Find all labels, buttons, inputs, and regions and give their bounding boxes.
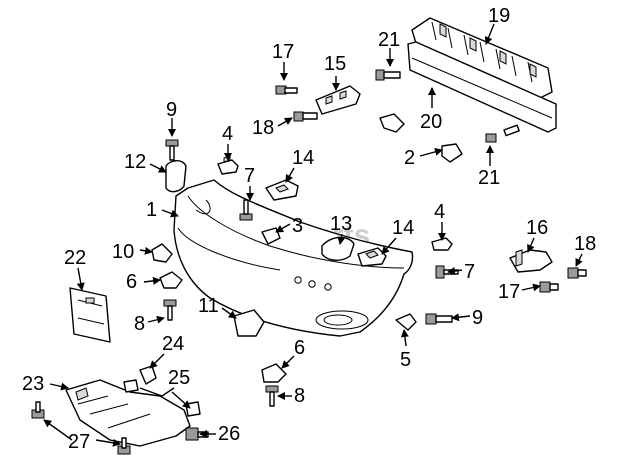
screw-part-9b [425,313,453,325]
callout-19: 19 [488,5,510,27]
callout-25: 25 [168,367,190,389]
bolt-part-17a [275,85,298,95]
clip-part-10 [151,243,173,263]
license-bracket-part [69,287,111,343]
callout-15: 15 [324,53,346,75]
callout-1: 1 [146,199,157,221]
screw-part-9a [165,139,179,161]
callout-16: 16 [526,217,548,239]
callout-8: 8 [294,385,305,407]
bracket-part-5 [395,313,417,331]
under-cover-part [65,379,191,447]
callout-8: 8 [134,313,145,335]
reinforcement-bar-part [407,41,557,133]
callout-2: 2 [404,147,415,169]
callout-23: 23 [22,373,44,395]
callout-21: 21 [478,167,500,189]
retainer-part-6a [159,271,183,289]
callout-13: 13 [330,213,352,235]
bolt-part-18b [567,267,587,279]
callout-11: 11 [198,295,219,317]
bolt-part-21a [375,69,401,81]
clip-part-2a [379,113,405,133]
clip-part-2b [441,143,463,163]
callout-labels: 19 21 17 15 9 20 18 4 12 14 7 2 21 1 13 … [22,5,596,453]
retainer-part-13 [321,236,355,261]
callout-20: 20 [420,111,442,133]
bracket-part-15 [315,85,361,115]
callout-6: 6 [126,271,137,293]
callout-14: 14 [392,217,414,239]
bracket-part-16 [509,249,553,273]
screw-part-8b [265,385,279,407]
leader-lines [43,23,583,447]
bolt-part-21b [485,124,520,143]
callout-4: 4 [222,123,233,145]
bracket-part-14a [265,179,299,201]
screw-part-27a [31,401,45,419]
callout-21: 21 [378,29,400,51]
callout-4: 4 [434,201,445,223]
screw-part-27b [117,437,131,455]
callout-18: 18 [252,117,274,139]
callout-10: 10 [112,241,134,263]
callout-6: 6 [294,337,305,359]
bumper-cover-part [173,179,414,337]
callout-7: 7 [464,261,475,283]
side-cover-part-12 [165,160,187,193]
bolt-part-17b [539,281,559,293]
callout-26: 26 [218,423,240,445]
screw-part-7b [435,265,459,279]
callout-22: 22 [64,247,86,269]
callout-9: 9 [472,307,483,329]
callout-17: 17 [498,281,520,303]
callout-9: 9 [166,99,177,121]
callout-5: 5 [400,349,411,371]
clip-part-24 [139,365,157,385]
callout-7: 7 [244,165,255,187]
bracket-part-14b [357,247,387,267]
bolt-part-18a [293,111,318,122]
retainer-part-6b [261,363,287,383]
screw-part-8a [163,299,177,321]
cover-part-11 [233,309,265,337]
callout-3: 3 [292,215,303,237]
callout-12: 12 [124,151,146,173]
callout-24: 24 [162,333,184,355]
clip-part-25 [123,379,201,417]
callout-14: 14 [292,147,314,169]
callout-17: 17 [272,41,294,63]
callout-18: 18 [574,233,596,255]
callout-27: 27 [68,431,90,453]
